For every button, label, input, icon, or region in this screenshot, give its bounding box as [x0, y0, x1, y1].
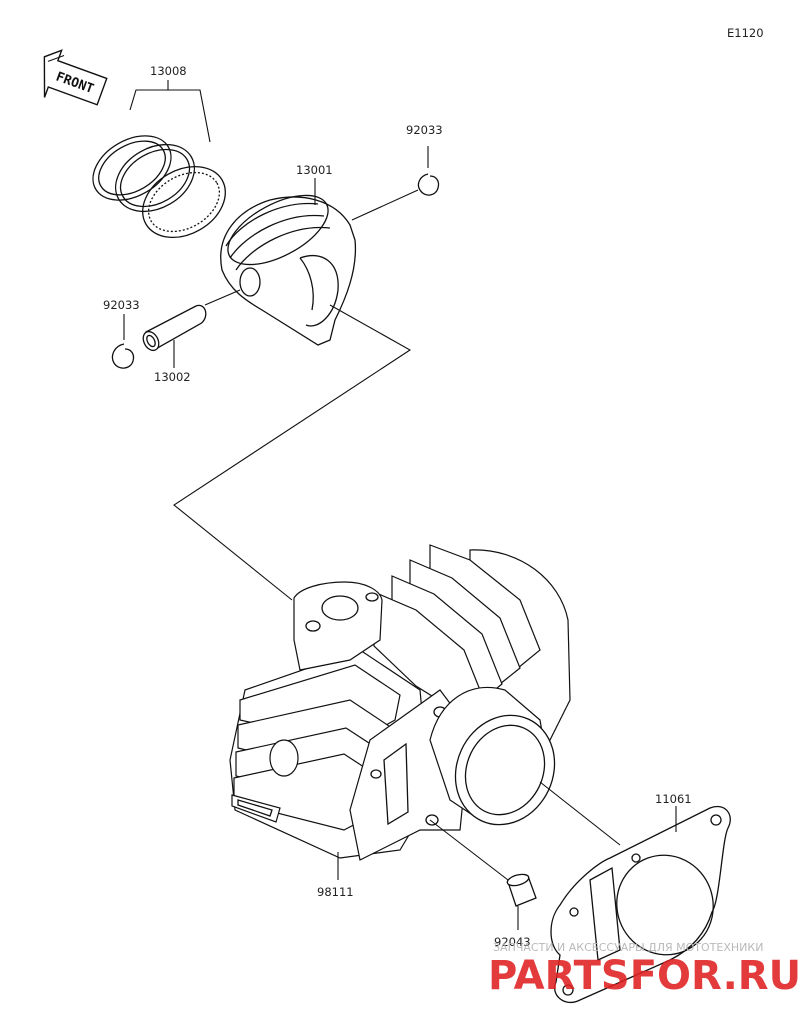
piston-rings [92, 135, 226, 239]
front-arrow-icon: FRONT [43, 49, 108, 106]
watermark-brand: PARTSFOR.RU [488, 953, 800, 999]
circlip-left [111, 343, 135, 369]
watermark-tagline: ЗАПЧАСТИ И АКСЕССУАРЫ ДЛЯ МОТОТЕХНИКИ [493, 941, 763, 954]
dowel-pin [506, 873, 537, 907]
label-13008: 13008 [150, 64, 187, 78]
label-92033-left: 92033 [103, 298, 140, 312]
piston [220, 194, 357, 346]
label-92043: 92043 [494, 935, 531, 949]
label-98111: 98111 [317, 885, 354, 899]
label-11061: 11061 [655, 792, 692, 806]
label-13002: 13002 [154, 370, 191, 384]
circlip-right [417, 173, 440, 196]
label-92033-right: 92033 [406, 123, 443, 137]
diagram-code: E1120 [727, 26, 764, 40]
label-13001: 13001 [296, 163, 333, 177]
cylinder-block [229, 544, 571, 861]
cylinder-base-gasket [550, 805, 731, 1004]
piston-pin [142, 304, 207, 352]
